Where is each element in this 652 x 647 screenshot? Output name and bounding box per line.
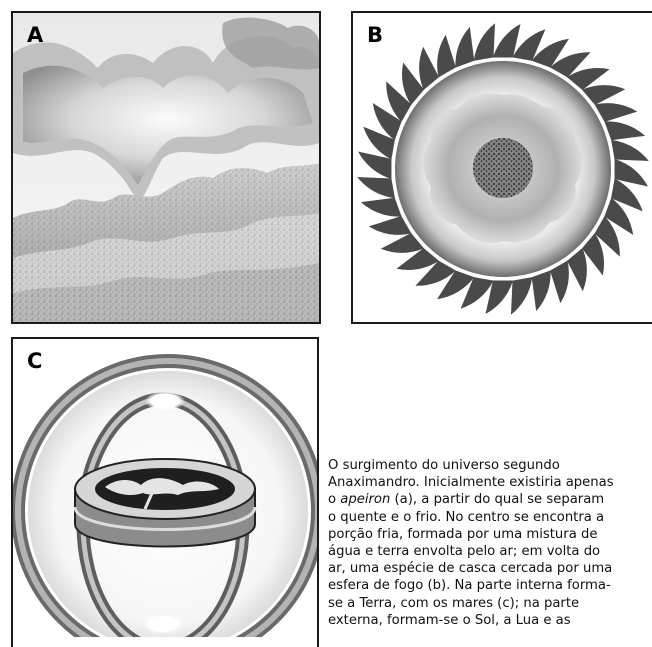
caption-line: o quente e o frio. No centro se encontra… bbox=[328, 509, 650, 526]
panel-c-label: C bbox=[27, 349, 42, 373]
flame bbox=[369, 216, 412, 235]
flame bbox=[455, 27, 474, 68]
sun-glow bbox=[145, 391, 185, 411]
panel-b-label: B bbox=[367, 23, 383, 47]
flame bbox=[604, 121, 645, 140]
flame bbox=[611, 140, 649, 161]
flame bbox=[567, 248, 587, 291]
caption-line: ar, uma espécie de casca cercada por uma bbox=[328, 560, 650, 577]
flame bbox=[437, 35, 456, 78]
caption-line: o apeiron (a), a partir do qual se separ… bbox=[328, 491, 650, 508]
flame bbox=[474, 23, 495, 61]
panel-b-illustration: B bbox=[351, 11, 652, 324]
earth-core bbox=[473, 138, 533, 198]
flame bbox=[381, 233, 424, 253]
caption-line: Anaximandro. Inicialmente existiria apen… bbox=[328, 474, 650, 491]
caption-line: porção fria, formada por uma mistura de bbox=[328, 526, 650, 543]
flame bbox=[361, 198, 402, 217]
caption-line: O surgimento do universo segundo bbox=[328, 457, 650, 474]
apeiron-term: apeiron bbox=[340, 492, 390, 507]
flame bbox=[532, 270, 551, 311]
flame bbox=[511, 277, 532, 315]
flame bbox=[419, 47, 439, 90]
panel-a-label: A bbox=[27, 23, 43, 47]
panel-c-illustration: C bbox=[11, 337, 319, 647]
clouds-and-mountains-drawing bbox=[13, 13, 319, 322]
panel-a-illustration: A bbox=[11, 11, 321, 324]
caption-line: água e terra envolta pelo ar; em volta d… bbox=[328, 543, 650, 560]
flame bbox=[357, 177, 395, 198]
caption-line: se a Terra, com os mares (c); na parte bbox=[328, 595, 650, 612]
flame bbox=[595, 103, 638, 122]
fire-sphere-drawing bbox=[353, 13, 652, 322]
figure-caption: O surgimento do universo segundo Anaxima… bbox=[328, 457, 650, 629]
flame bbox=[582, 85, 625, 105]
caption-line: esfera de fogo (b). Na parte interna for… bbox=[328, 577, 650, 594]
caption-line: externa, formam-se o Sol, a Lua e as bbox=[328, 612, 650, 629]
flame bbox=[550, 261, 569, 304]
cosmic-rings-drawing bbox=[13, 339, 319, 637]
